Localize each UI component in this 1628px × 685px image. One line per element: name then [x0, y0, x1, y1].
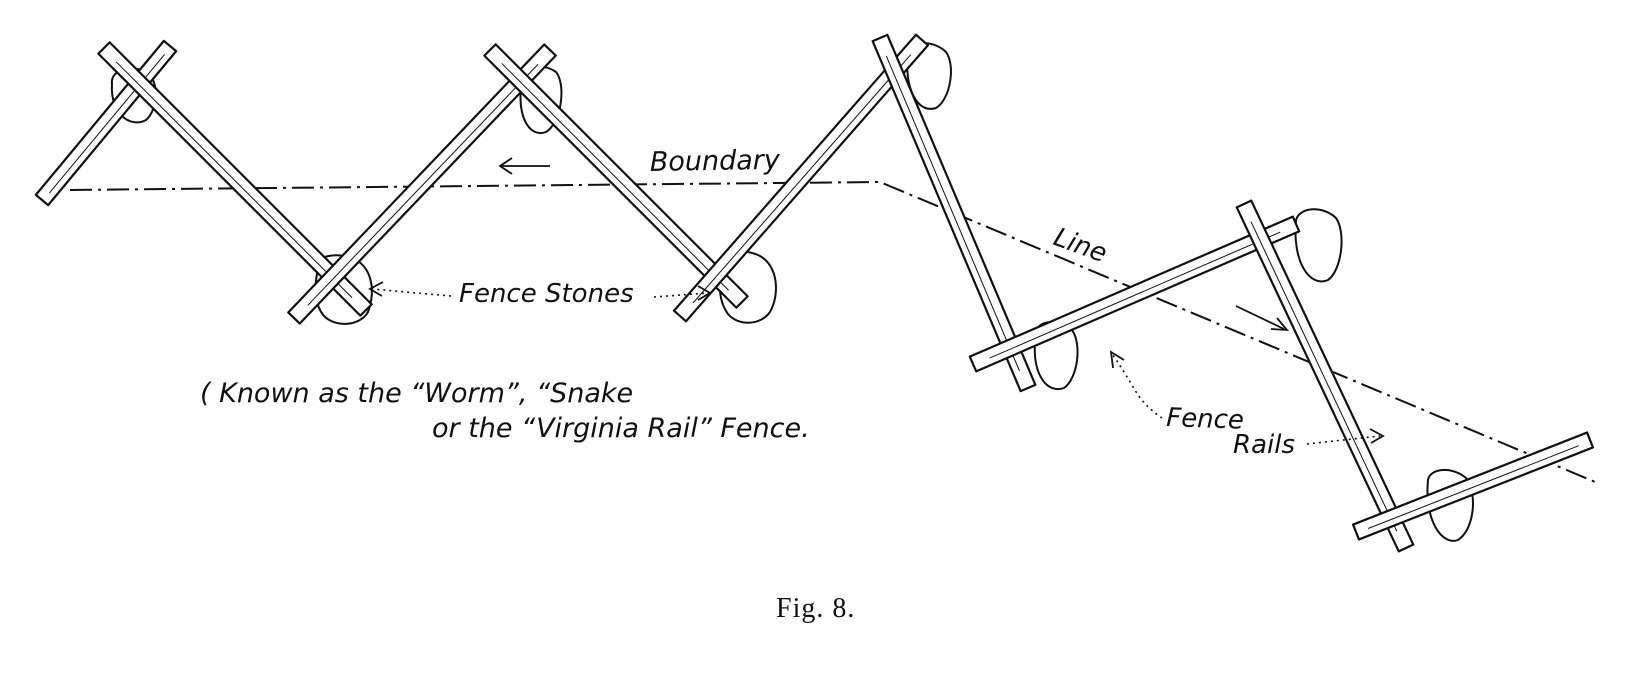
fence-stone [1294, 208, 1343, 283]
right-arrow [1235, 305, 1290, 332]
fence-rail [672, 33, 930, 323]
fence-rail [1351, 431, 1595, 541]
fence-rail [287, 43, 557, 325]
boundary-line [69, 180, 1601, 485]
fence-rails [34, 33, 1595, 553]
fence-rails-pointers [1109, 350, 1385, 445]
fence-rail [34, 39, 178, 207]
figure-caption: Fig. 8. [776, 593, 855, 624]
boundary-label: Boundary [650, 145, 782, 178]
fence-rail [968, 215, 1301, 373]
fence-rail [483, 43, 749, 309]
fence-rails-label: Fence [1166, 403, 1245, 436]
known-as-line-2: or the “Virginia Rail” Fence. [432, 413, 810, 444]
known-as-line-1: ( Known as the “Worm”, “Snake [200, 378, 633, 409]
fence-stones-pointers [368, 281, 712, 301]
fence-rail [97, 41, 373, 317]
fence-stones-label: Fence Stones [459, 279, 634, 309]
rails-label: Rails [1233, 430, 1295, 460]
fence-rail [871, 33, 1037, 393]
fence-rail [1235, 199, 1415, 553]
left-arrow [498, 157, 550, 175]
line-label: Line [1050, 222, 1111, 269]
